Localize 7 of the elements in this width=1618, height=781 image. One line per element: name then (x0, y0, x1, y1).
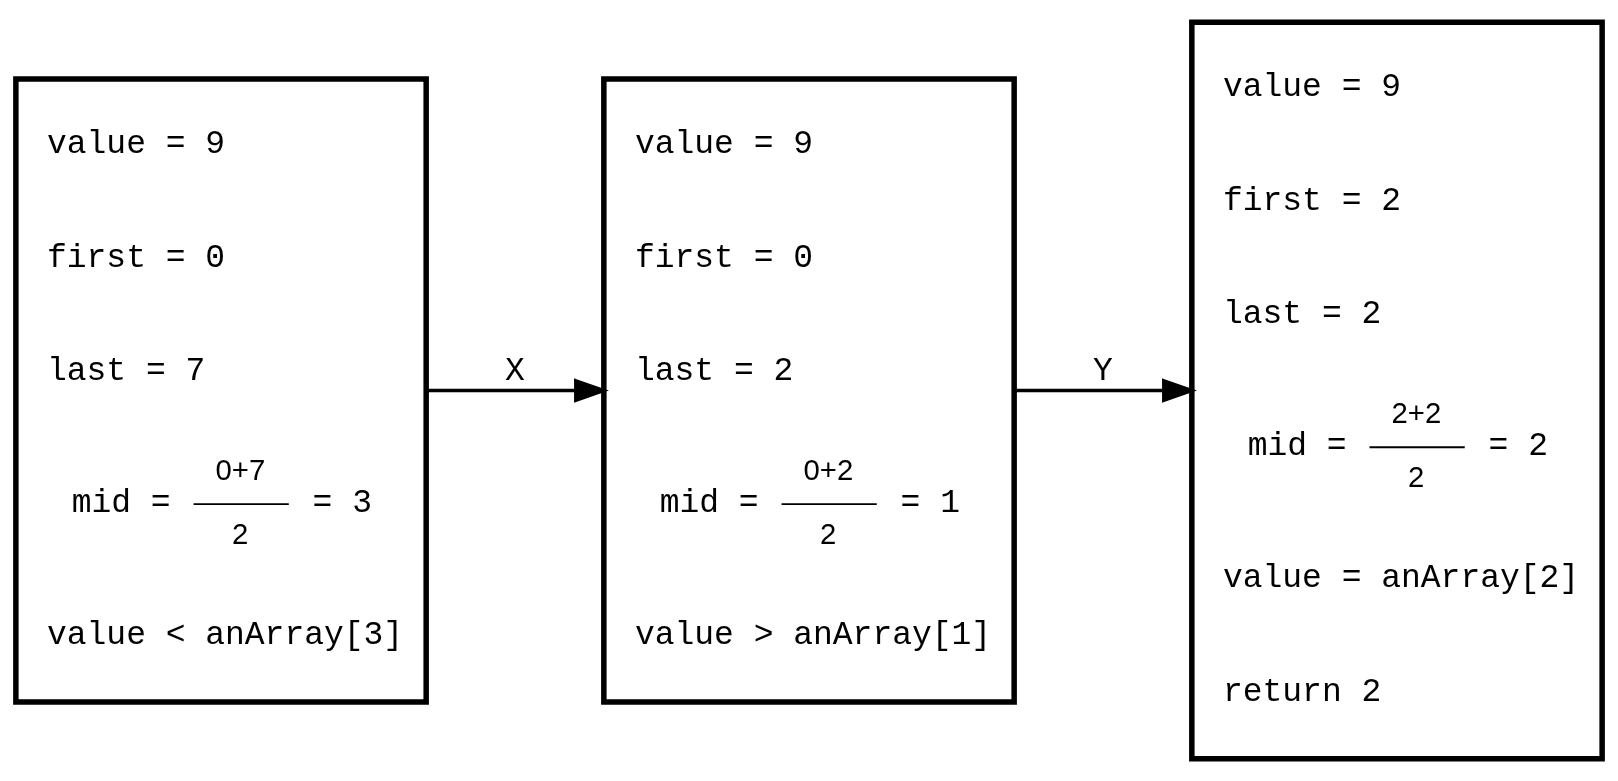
arrow (1014, 378, 1197, 403)
edge-label: X (505, 353, 525, 391)
edge-label: Y (1093, 353, 1113, 391)
node-box: value = 9 first = 0 last = 7 mid = 0+7 = 3 2 value < anArray[3] (13, 76, 429, 705)
arrow (426, 378, 609, 403)
node-box: value = 9 first = 2 last = 2 mid = 2+2 = 2 2 value = anArray[2] return 2 (1189, 19, 1605, 762)
node-box: value = 9 first = 0 last = 2 mid = 0+2 = 1 2 value > anArray[1] (601, 76, 1017, 705)
